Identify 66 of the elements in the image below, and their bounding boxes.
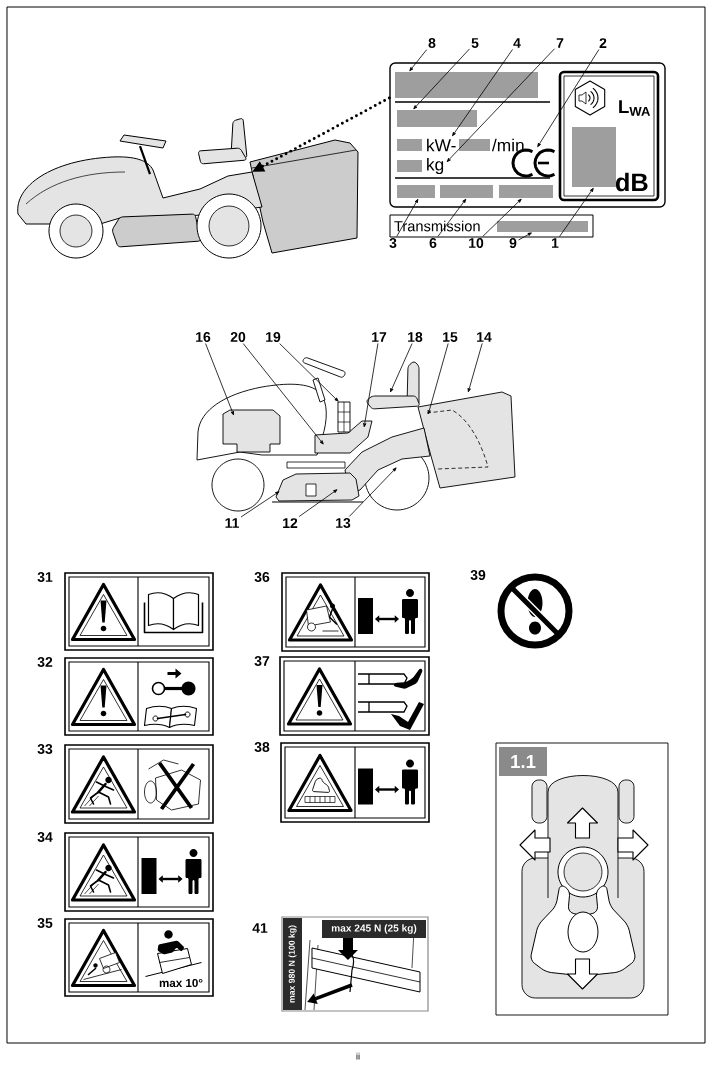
leader-line	[390, 343, 413, 393]
callout-number: 32	[37, 657, 53, 667]
callout-number: 12	[283, 518, 298, 528]
leader-line	[413, 48, 470, 110]
callout-number: 34	[37, 832, 53, 842]
callout-number: 14	[477, 332, 492, 342]
callout-number: 15	[443, 332, 458, 342]
load-label: max 245 N (25 kg)	[322, 920, 426, 938]
leader-line	[363, 343, 379, 428]
leader-line	[298, 489, 338, 517]
leader-line	[205, 343, 234, 416]
leader-line	[437, 198, 467, 237]
leader-line	[427, 343, 449, 415]
hatched-field	[572, 127, 616, 187]
callout-number: 9	[509, 238, 517, 248]
hatched-field	[395, 72, 538, 98]
leader-line	[242, 343, 324, 445]
plate-text: dB	[616, 172, 648, 192]
leader-line	[279, 343, 339, 402]
callout-number: 33	[37, 744, 53, 754]
hatched-field	[397, 185, 435, 198]
leader-line	[482, 198, 522, 237]
hatched-field	[497, 221, 588, 232]
callout-number: 2	[599, 38, 607, 48]
hatched-field	[499, 185, 553, 198]
leader-line	[537, 49, 600, 148]
callout-number: 4	[513, 38, 521, 48]
callout-number: 20	[230, 332, 246, 342]
hatched-field	[397, 110, 477, 127]
plate-text: Transmission	[394, 220, 480, 232]
plate-text: /min	[491, 138, 524, 152]
plate-text: kW-	[427, 138, 456, 152]
leader-line	[348, 467, 397, 517]
page-number: ii	[356, 1052, 360, 1060]
callout-number: 38	[254, 742, 270, 752]
callout-number: 11	[225, 518, 239, 528]
callout-number: 18	[408, 332, 423, 342]
figure-tag: 1.1	[499, 747, 547, 776]
callout-number: 1	[552, 238, 559, 248]
callout-number: 16	[196, 332, 211, 342]
plate-text: kg	[427, 157, 444, 175]
callout-number: 6	[429, 238, 437, 248]
hatched-field	[440, 185, 493, 198]
callout-number: 37	[254, 656, 270, 666]
leader-line	[240, 491, 280, 518]
leader-line	[452, 49, 513, 137]
leader-line	[518, 232, 532, 241]
callout-number: 35	[37, 918, 53, 928]
callout-number: 41	[252, 923, 268, 933]
callout-number: 10	[469, 238, 484, 248]
callout-number: 13	[336, 518, 351, 528]
callout-number: 19	[266, 332, 281, 342]
callout-number: 7	[556, 38, 564, 48]
callout-number: 39	[470, 570, 486, 580]
decal-text: max 10°	[159, 978, 203, 988]
plate-text: L$_{WA}$	[619, 100, 651, 116]
callout-number: 36	[254, 572, 270, 582]
load-label: max 980 N (100 kg)	[283, 918, 302, 1010]
callout-number: 8	[428, 38, 436, 48]
leader-line	[467, 343, 483, 393]
callout-number: 3	[389, 238, 397, 248]
leader-line	[409, 49, 428, 72]
callout-number: 5	[471, 38, 479, 48]
callout-number: 31	[37, 572, 53, 582]
leader-line	[446, 48, 555, 163]
callout-number: 17	[372, 332, 387, 342]
